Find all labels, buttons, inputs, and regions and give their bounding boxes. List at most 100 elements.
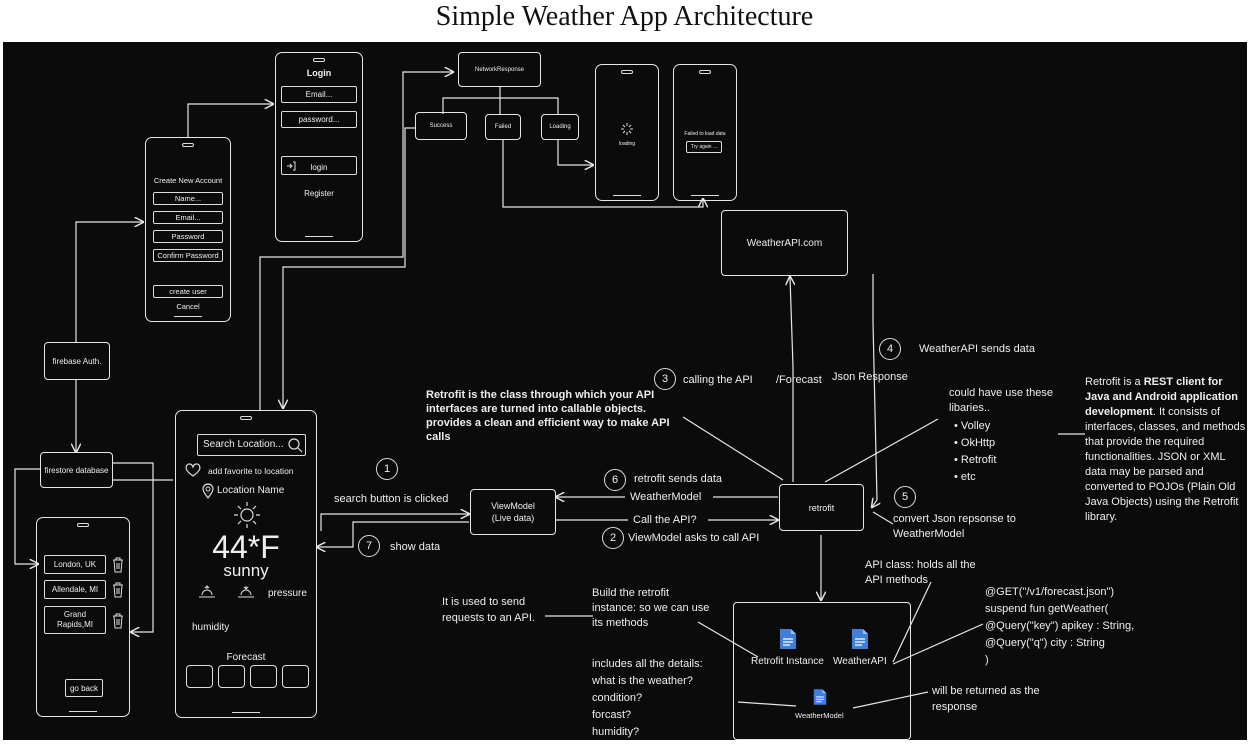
- condition: sunny: [223, 561, 269, 580]
- network-response-box: NetworkResponse: [458, 52, 541, 87]
- email-field[interactable]: Email...: [153, 211, 223, 224]
- step-7-badge: 7: [358, 535, 380, 557]
- search-input[interactable]: Search Location...: [203, 439, 284, 450]
- firestore-box: firestore database: [40, 452, 113, 488]
- forecast-card[interactable]: [282, 665, 309, 688]
- forecast-label: Forecast: [226, 652, 266, 663]
- step-5-badge: 5: [894, 486, 916, 508]
- retrofit-class-note: Retrofit is the class through which your…: [426, 389, 670, 443]
- step-2-badge: 2: [602, 527, 624, 549]
- step-6-label: retrofit sends data: [634, 473, 723, 485]
- library-item: • Volley: [954, 420, 991, 432]
- build-note: Build the retrofit instance: so we can u…: [592, 587, 710, 629]
- send-requests-note: It is used to send requests to an API.: [442, 596, 535, 624]
- success-box: Success: [415, 112, 467, 140]
- phone-notch: [240, 416, 252, 420]
- trash-icon[interactable]: [112, 557, 124, 573]
- humidity-label: humidity: [192, 622, 230, 633]
- step-1-badge: 1: [376, 458, 398, 480]
- pressure-label: pressure: [268, 588, 307, 599]
- details-line: condition?: [592, 692, 643, 704]
- home-indicator: [691, 194, 719, 196]
- try-again-button[interactable]: Try again ...: [686, 141, 722, 153]
- connector-lines: [14, 42, 1085, 709]
- phone-notch: [77, 523, 89, 527]
- location-name: Location Name: [217, 485, 285, 496]
- favorite-location-item[interactable]: Allendale, MI: [44, 580, 106, 599]
- details-line: forcast?: [592, 709, 632, 721]
- document-icon: [813, 689, 827, 705]
- main-weather-screen: Search Location... add favorite to locat…: [175, 410, 317, 718]
- create-user-button[interactable]: create user: [153, 285, 223, 298]
- loading-box: Loading: [541, 114, 579, 140]
- favorite-location-item[interactable]: London, UK: [44, 555, 106, 574]
- create-account-title: Create New Account: [153, 176, 223, 185]
- heart-icon[interactable]: [185, 463, 201, 477]
- sunset-icon: [238, 586, 254, 598]
- password-field[interactable]: Password: [153, 230, 223, 243]
- failed-box: Failed: [485, 114, 521, 140]
- go-back-button[interactable]: go back: [65, 679, 103, 697]
- name-field[interactable]: Name...: [153, 192, 223, 205]
- document-icon: [780, 629, 796, 649]
- login-arrow-icon: [287, 161, 296, 171]
- weatherapi-file-label: WeatherAPI: [833, 656, 887, 667]
- trash-icon[interactable]: [112, 613, 124, 629]
- phone-notch: [313, 58, 325, 62]
- create-account-screen: Create New Account Name... Email... Pass…: [145, 137, 231, 322]
- cancel-link[interactable]: Cancel: [176, 302, 200, 311]
- favorites-screen: London, UK Allendale, MI Grand Rapids,MI…: [36, 517, 130, 717]
- step-4-label: WeatherAPI sends data: [919, 343, 1035, 355]
- favorite-location-item[interactable]: Grand Rapids,MI: [44, 606, 106, 634]
- loading-text: loading: [618, 141, 636, 147]
- code-line: suspend fun getWeather(: [985, 603, 1109, 615]
- trash-icon[interactable]: [112, 582, 124, 598]
- failed-text: Failed to load data: [684, 131, 726, 137]
- call-api-edge-label: Call the API?: [633, 514, 697, 526]
- confirm-password-field[interactable]: Confirm Password: [153, 249, 223, 262]
- home-indicator: [613, 194, 641, 196]
- register-link[interactable]: Register: [304, 189, 334, 198]
- details-line: what is the weather?: [592, 675, 693, 687]
- email-field[interactable]: Email...: [281, 86, 357, 103]
- sunrise-icon: [199, 585, 215, 598]
- retrofit-description: Retrofit is a REST client for Java and A…: [1085, 376, 1246, 523]
- home-indicator: [69, 710, 97, 712]
- forecast-card[interactable]: [250, 665, 277, 688]
- location-pin-icon: [202, 483, 214, 499]
- returned-note: will be returned as the response: [932, 685, 1040, 713]
- details-line: humidity?: [592, 726, 640, 738]
- library-item: • Retrofit: [954, 454, 997, 466]
- api-module-box: [733, 602, 911, 740]
- login-button[interactable]: login: [281, 156, 357, 175]
- login-label: login: [310, 163, 328, 172]
- temperature: 44*F: [212, 529, 280, 565]
- retrofit-box: retrofit: [779, 484, 864, 531]
- home-indicator: [232, 711, 260, 713]
- home-indicator: [174, 315, 202, 317]
- step-1-label: search button is clicked: [334, 493, 449, 505]
- search-bar[interactable]: Search Location...: [197, 434, 306, 456]
- library-item: • etc: [954, 471, 976, 483]
- step-5-label: convert Json repsonse to WeatherModel: [893, 513, 1016, 540]
- login-screen: Login Email... password... login Registe…: [275, 52, 363, 242]
- forecast-card[interactable]: [186, 665, 213, 688]
- document-icon: [852, 629, 868, 649]
- forecast-card[interactable]: [218, 665, 245, 688]
- code-line: @GET("/v1/forecast.json"): [985, 586, 1115, 598]
- api-class-note: API class: holds all the API methods: [865, 559, 976, 586]
- password-field[interactable]: password...: [281, 111, 357, 128]
- json-response-edge-label: Json Response: [832, 371, 908, 383]
- search-icon[interactable]: [287, 437, 303, 453]
- step-2-label: ViewModel asks to call API: [628, 532, 760, 544]
- favorite-label: add favorite to location: [208, 466, 294, 476]
- library-item: • OkHttp: [954, 437, 996, 449]
- viewmodel-box: ViewModel (Live data): [470, 489, 556, 535]
- step-3-badge: 3: [654, 368, 676, 390]
- step-3-label: calling the API: [683, 374, 753, 386]
- whiteboard: Login Email... password... login Registe…: [3, 42, 1247, 740]
- code-line: @Query("q") city : String: [985, 637, 1105, 649]
- code-line: ): [985, 654, 989, 666]
- firebase-auth-box: firebase Auth.: [44, 342, 110, 380]
- failed-screen: Failed to load data Try again ...: [673, 64, 737, 201]
